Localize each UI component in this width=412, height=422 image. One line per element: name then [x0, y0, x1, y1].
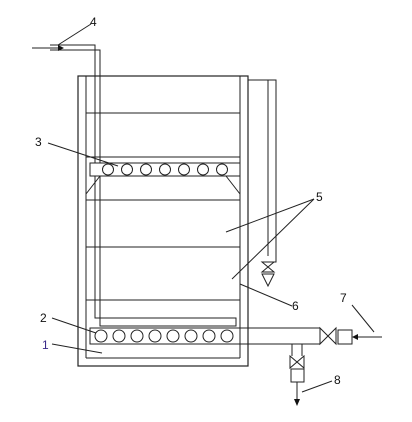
upper-distributor [89, 162, 241, 177]
outlet-box [337, 329, 353, 345]
label-4: 4 [90, 15, 97, 29]
upper-distributor-holes [102, 163, 228, 176]
label-1: 1 [42, 338, 49, 352]
outer-vessel [77, 75, 249, 367]
lower-distributor-holes [94, 329, 234, 343]
upper-hole [102, 163, 114, 176]
upper-hole [121, 163, 133, 176]
lower-hole [166, 329, 180, 343]
label-7: 7 [340, 291, 347, 305]
label-5: 5 [316, 190, 323, 204]
feed-arrowhead [58, 45, 64, 51]
side-channel [248, 79, 277, 263]
lower-hole [220, 329, 234, 343]
upper-hole [178, 163, 190, 176]
upper-hole [140, 163, 152, 176]
drain-box [290, 368, 305, 383]
lower-hole [112, 329, 126, 343]
label-4-leader [57, 23, 92, 46]
lower-hole [94, 329, 108, 343]
lower-hole [148, 329, 162, 343]
lower-distributor [89, 327, 241, 345]
inlet-7-arrowhead [352, 334, 358, 340]
lower-hole [202, 329, 216, 343]
label-5-leader-b [231, 198, 315, 280]
label-2: 2 [40, 311, 47, 325]
label-5-leader-a [225, 198, 315, 233]
upper-hole [159, 163, 171, 176]
drain-valve [289, 354, 305, 370]
lower-hole [184, 329, 198, 343]
side-valve-bottom [261, 273, 275, 288]
label-3: 3 [35, 135, 42, 149]
drain-arrowhead [294, 399, 300, 406]
label-7-leader [351, 304, 375, 333]
label-8-leader [301, 380, 333, 393]
label-3-leader [47, 142, 119, 167]
feed-pipe-outer [50, 44, 237, 327]
upper-hole [197, 163, 209, 176]
bracket-left [85, 175, 101, 195]
label-1-leader [51, 343, 103, 354]
label-2-leader [51, 317, 97, 334]
upper-hole [216, 163, 228, 176]
label-6-leader [239, 283, 293, 307]
label-6: 6 [292, 299, 299, 313]
lower-hole [130, 329, 144, 343]
bracket-right [225, 175, 241, 195]
label-8: 8 [334, 373, 341, 387]
outlet-valve [319, 326, 337, 346]
side-valve [260, 261, 276, 273]
